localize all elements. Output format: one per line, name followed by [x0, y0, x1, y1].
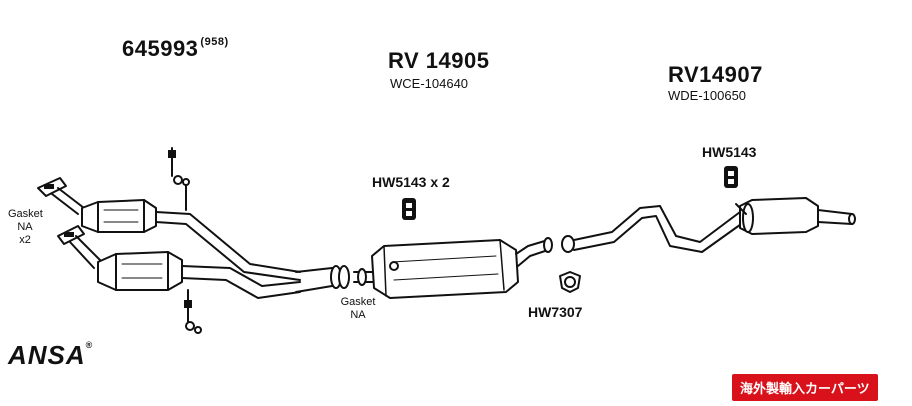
- gasket-left-line2: NA: [17, 221, 33, 233]
- gasket-label-center: Gasket NA: [338, 296, 378, 322]
- import-parts-badge: 海外製輸入カーパーツ: [732, 374, 878, 401]
- rear-cross-ref: WDE-100650: [668, 88, 747, 103]
- muffler-inlet-flange: [357, 268, 367, 286]
- brand-logo-text: ANSA: [8, 340, 86, 370]
- rear-exhaust-tip-end: [848, 213, 856, 225]
- middle-cross-ref: WCE-104640: [390, 76, 469, 91]
- lower-catalytic-converter: [97, 251, 183, 291]
- middle-hanger: [402, 198, 416, 220]
- rear-pipe-flange: [561, 235, 575, 253]
- middle-muffler: [371, 239, 519, 299]
- gasket-center-line2: NA: [350, 309, 366, 321]
- upper-manifold-flange: [37, 177, 67, 197]
- rear-exhaust-tip: [817, 209, 853, 225]
- lower-inlet-pipe: [69, 235, 101, 269]
- gasket-left-line3: x2: [19, 234, 31, 246]
- upper-catalytic-converter: [81, 199, 157, 233]
- callout-hanger-mid: HW5143 x 2: [372, 174, 450, 190]
- brand-trademark: ®: [85, 340, 94, 350]
- rear-tail-pipe: [573, 205, 745, 253]
- lower-o2-sensor: [184, 289, 202, 334]
- rear-hanger: [724, 166, 738, 188]
- y-pipe-merge: [295, 267, 333, 293]
- gasket-left-line1: Gasket: [8, 208, 43, 220]
- callout-gasket-ring: HW7307: [528, 304, 583, 320]
- front-part-suffix: (958): [200, 36, 229, 48]
- lower-connect-pipe: [181, 265, 301, 299]
- gasket-label-left: Gasket NA x2: [8, 208, 43, 247]
- middle-part-number: RV 14905: [388, 48, 490, 73]
- upper-inlet-pipe: [51, 187, 85, 215]
- front-part-number: 645993(958): [122, 36, 229, 62]
- muffler-outlet-pipe: [515, 239, 549, 267]
- upper-connect-pipe: [155, 211, 301, 281]
- brand-logo: ANSA®: [8, 340, 93, 371]
- rear-part-number: RV14907: [668, 62, 763, 87]
- lower-manifold-flange: [57, 225, 85, 245]
- rear-muffler: [735, 197, 819, 235]
- gasket-ring-hw7307: [559, 271, 581, 293]
- center-gasket: [330, 265, 350, 289]
- upper-o2-sensor: [168, 147, 190, 211]
- front-part-number-text: 645993: [122, 36, 199, 61]
- gasket-center-line1: Gasket: [340, 296, 376, 308]
- callout-hanger-rear: HW5143: [702, 144, 757, 160]
- outlet-flange: [543, 237, 553, 253]
